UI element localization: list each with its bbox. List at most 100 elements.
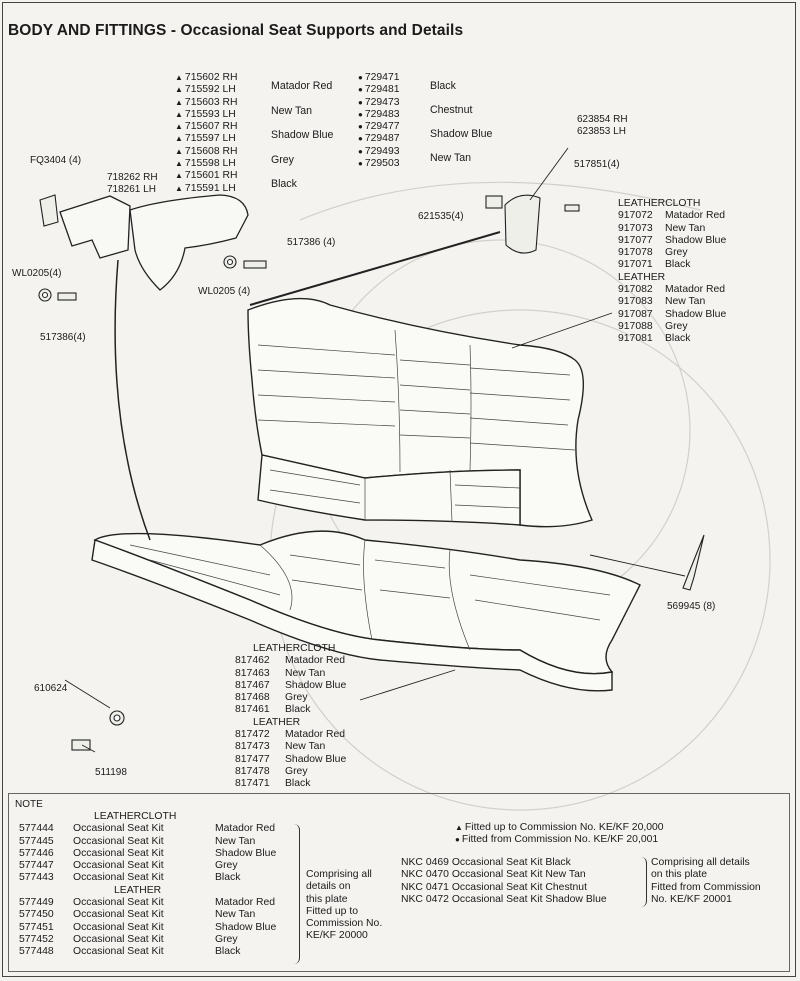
fasteners [38,194,705,751]
note-line: on this plate [651,869,708,881]
leather-heading: LEATHER [253,716,301,728]
colour-label: Shadow Blue [271,129,334,141]
note-line: details on [306,881,351,893]
colour-label: Shadow Blue [285,679,347,691]
kit-description: Occasional Seat Kit [73,897,164,909]
callout-fq3404: FQ3404 (4) [30,155,82,166]
kit-number: 577450 [19,909,54,921]
nkc-kit: NKC 0470 Occasional Seat Kit New Tan [401,869,586,881]
colour-label: New Tan [215,835,256,847]
circle-marker: ● [358,159,363,169]
colour-label: Black [271,178,297,190]
kit-description: Occasional Seat Kit [73,933,164,945]
part-number: 715592 LH [184,84,236,96]
note-line: Commission No. [306,918,383,930]
colour-label: Grey [285,692,308,704]
kit-description: Occasional Seat Kit [73,946,164,958]
kit-number: 577451 [19,921,54,933]
kit-description: Occasional Seat Kit [73,909,164,921]
part-number: 715593 LH [184,108,236,120]
triangle-marker: ▲ [175,146,183,156]
part-number: 917082 [618,284,653,296]
colour-label: Grey [215,933,238,945]
kit-description: Occasional Seat Kit [73,860,164,872]
part-number: 917083 [618,296,653,308]
callout-bracket-lh: 718261 LH [107,184,156,195]
colour-label: Matador Red [215,823,276,835]
part-number: 729481 [364,84,400,96]
part-number: 917072 [618,210,653,222]
colour-label: Shadow Blue [665,234,727,246]
callout-bracket-rh: 718262 RH [107,172,158,183]
circle-marker: ● [358,97,363,107]
marker-legend: ▲Fitted up to Commission No. KE/KF 20,00… [455,822,664,847]
kit-number: 577452 [19,933,54,945]
leather-heading: LEATHER [618,271,666,283]
circle-marker: ● [358,85,363,95]
part-number: 729473 [364,96,400,108]
triangle-marker: ▲ [455,823,463,832]
kit-description: Occasional Seat Kit [73,835,164,847]
circle-marker: ● [358,122,363,132]
part-number: 729483 [364,108,400,120]
colour-label: Shadow Blue [285,753,347,765]
seat-back-stitching [257,329,576,523]
circle-marker: ● [455,835,460,845]
part-number: 917088 [618,320,653,332]
part-number: 729493 [364,145,400,157]
leathercloth-heading: LEATHERCLOTH [618,198,701,209]
colour-label: Black [430,80,456,92]
part-number: 817472 [235,729,270,741]
nkc-kit: NKC 0471 Occasional Seat Kit Chestnut [401,881,587,893]
part-number: 715607 RH [184,121,238,133]
circle-marker: ● [358,134,363,144]
seat-cushion-shape [91,530,641,692]
callout-stud: 511198 [95,767,127,778]
colour-label: Black [215,946,241,958]
callout-bolt-left: 517386(4) [40,332,86,343]
colour-label: Shadow Blue [430,128,493,140]
triangle-marker: ▲ [175,183,183,193]
colour-label: Matador Red [665,284,726,296]
kit-number: 577445 [19,835,54,847]
colour-label: New Tan [271,105,313,117]
nkc-kits: NKC 0469 Occasional Seat Kit Black NKC 0… [401,857,607,906]
triangle-marker: ▲ [175,159,183,169]
part-number: 917081 [618,333,653,345]
colour-label: New Tan [285,667,326,679]
part-number: 917077 [618,234,653,246]
note-line: KE/KF 20000 [306,930,368,942]
colour-label: Grey [665,320,688,332]
triangle-marker: ▲ [175,85,183,95]
colour-label: Shadow Blue [215,847,277,859]
kit-description: Occasional Seat Kit [73,823,164,835]
leather-heading: LEATHER [114,884,162,896]
part-number: 817461 [235,704,270,716]
nkc-kit: NKC 0472 Occasional Seat Kit Shadow Blue [401,893,607,905]
callout-fastener: 569945 (8) [667,601,716,612]
colour-label: Matador Red [271,80,333,92]
part-number: 817473 [235,741,270,753]
part-number: 729471 [364,72,400,83]
note-line: Comprising all details [651,857,750,868]
colour-label: Shadow Blue [215,921,277,933]
colour-label: New Tan [665,222,706,234]
legend-text: Fitted up to Commission No. KE/KF 20,000 [464,822,664,833]
kit-number: 577448 [19,946,54,958]
colour-label: Chestnut [430,104,473,116]
part-number: 917078 [618,247,653,259]
note-line: Fitted from Commission [651,881,761,893]
part-number: 817467 [235,679,270,691]
colour-label: Black [285,778,311,790]
kit-number: 577443 [19,872,54,884]
colour-label: New Tan [215,909,256,921]
kit-number: 577449 [19,897,54,909]
part-number: 817463 [235,667,270,679]
kit-description: Occasional Seat Kit [73,847,164,859]
circle-marker: ● [358,109,363,119]
nkc-kit: NKC 0469 Occasional Seat Kit Black [401,857,571,868]
triangle-marker: ▲ [175,73,183,82]
colour-label: Shadow Blue [665,308,727,320]
colour-label: Matador Red [215,897,276,909]
